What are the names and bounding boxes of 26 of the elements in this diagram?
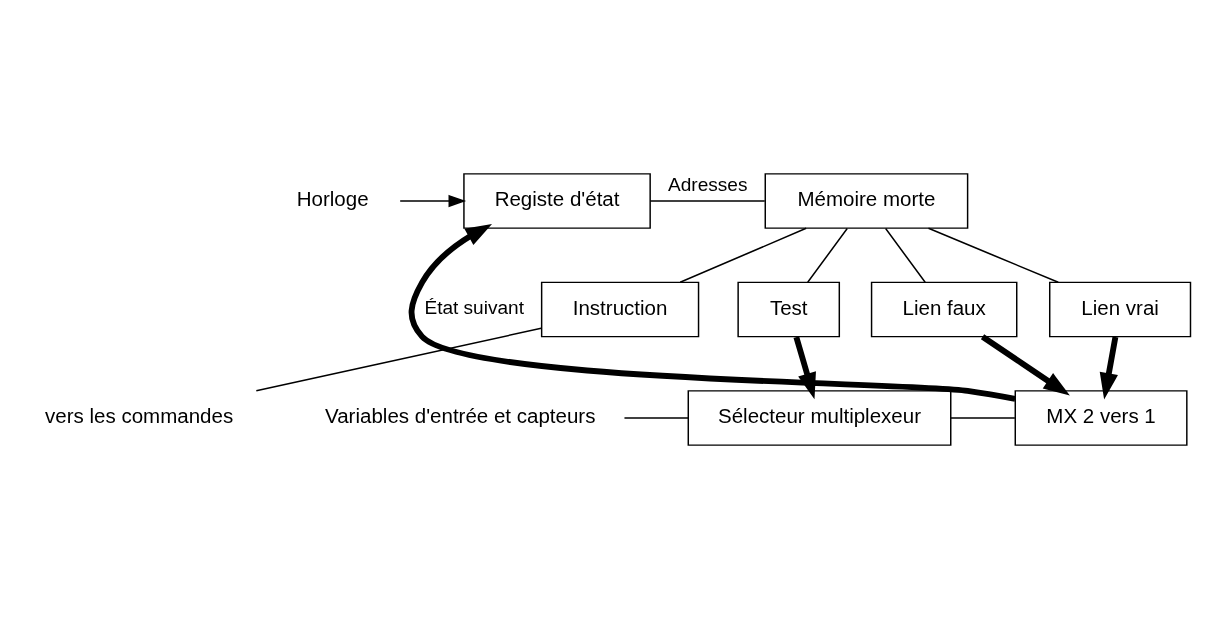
arrow xyxy=(1099,336,1119,399)
node-box: MX 2 vers 1 xyxy=(1014,389,1188,446)
connector xyxy=(950,416,1016,419)
node-box: Instruction xyxy=(540,281,700,337)
node-box: Registe d'état xyxy=(463,172,651,229)
node-box: Sélecteur multiplexeur xyxy=(687,389,952,446)
connector xyxy=(927,227,1059,283)
node-box: Mémoire morte xyxy=(764,172,969,229)
connector xyxy=(884,227,926,283)
connector xyxy=(679,227,807,283)
arrow xyxy=(399,194,467,207)
connector xyxy=(623,416,689,419)
node-box: Test xyxy=(737,281,841,337)
arrow xyxy=(408,223,1016,402)
arrow xyxy=(793,335,816,399)
connector xyxy=(649,199,766,202)
node-text: Variables d'entrée et capteurs xyxy=(325,403,596,427)
arrow xyxy=(980,333,1070,396)
node-box: Lien faux xyxy=(870,281,1018,337)
connector xyxy=(255,327,542,392)
node-text: vers les commandes xyxy=(45,403,234,427)
edge-label: Adresses xyxy=(668,173,748,195)
node-box: Lien vrai xyxy=(1049,281,1192,337)
connector xyxy=(806,227,848,283)
node-text: Horloge xyxy=(296,186,369,210)
edge-label: État suivant xyxy=(424,296,524,318)
